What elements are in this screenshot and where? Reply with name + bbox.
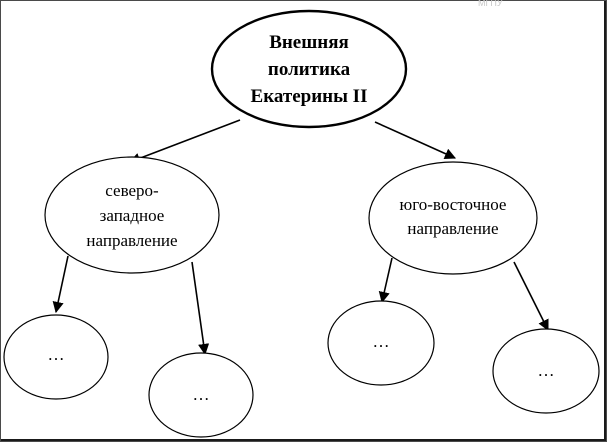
arrow-northwest-to-leaf-1 [52, 255, 69, 314]
leaf-ellipse-2 [148, 352, 254, 438]
branch-node-northwest: северо- западное направление [44, 156, 220, 274]
leaf-node-2: … [148, 352, 254, 438]
root-line-1: Внешняя [269, 32, 349, 53]
branch-northwest-line-1: северо- [105, 181, 159, 200]
leaf-ellipse-3 [327, 300, 435, 386]
arrow-southeast-to-leaf-3 [378, 257, 393, 304]
leaf-label-1: … [48, 345, 65, 364]
leaf-node-3: … [327, 300, 435, 386]
leaf-label-4: … [538, 361, 555, 380]
arrow-northwest-to-leaf-2 [191, 261, 210, 356]
root-node: Внешняя политика Екатерины II [210, 9, 408, 129]
watermark-text: МГПУ [478, 0, 503, 8]
branch-southeast-line-2: направление [407, 219, 498, 238]
branch-node-southeast: юго-восточное направление [368, 161, 538, 275]
leaf-node-1: … [3, 314, 109, 400]
arrow-southeast-to-leaf-4 [513, 261, 549, 332]
branch-southeast-line-1: юго-восточное [400, 195, 507, 214]
arrow-root-to-northwest [128, 119, 241, 164]
branch-ellipse-northwest [44, 156, 220, 274]
leaf-label-3: … [373, 332, 390, 351]
leaf-node-4: … [492, 328, 600, 414]
branch-ellipse-southeast [368, 161, 538, 275]
leaf-ellipse-1 [3, 314, 109, 400]
branch-northwest-line-3: направление [86, 231, 177, 250]
root-line-3: Екатерины II [251, 86, 368, 107]
branch-northwest-line-2: западное [100, 206, 165, 225]
leaf-ellipse-4 [492, 328, 600, 414]
root-ellipse [210, 9, 408, 129]
root-line-2: политика [268, 59, 351, 80]
arrow-root-to-southeast [374, 121, 457, 159]
leaf-label-2: … [193, 385, 210, 404]
